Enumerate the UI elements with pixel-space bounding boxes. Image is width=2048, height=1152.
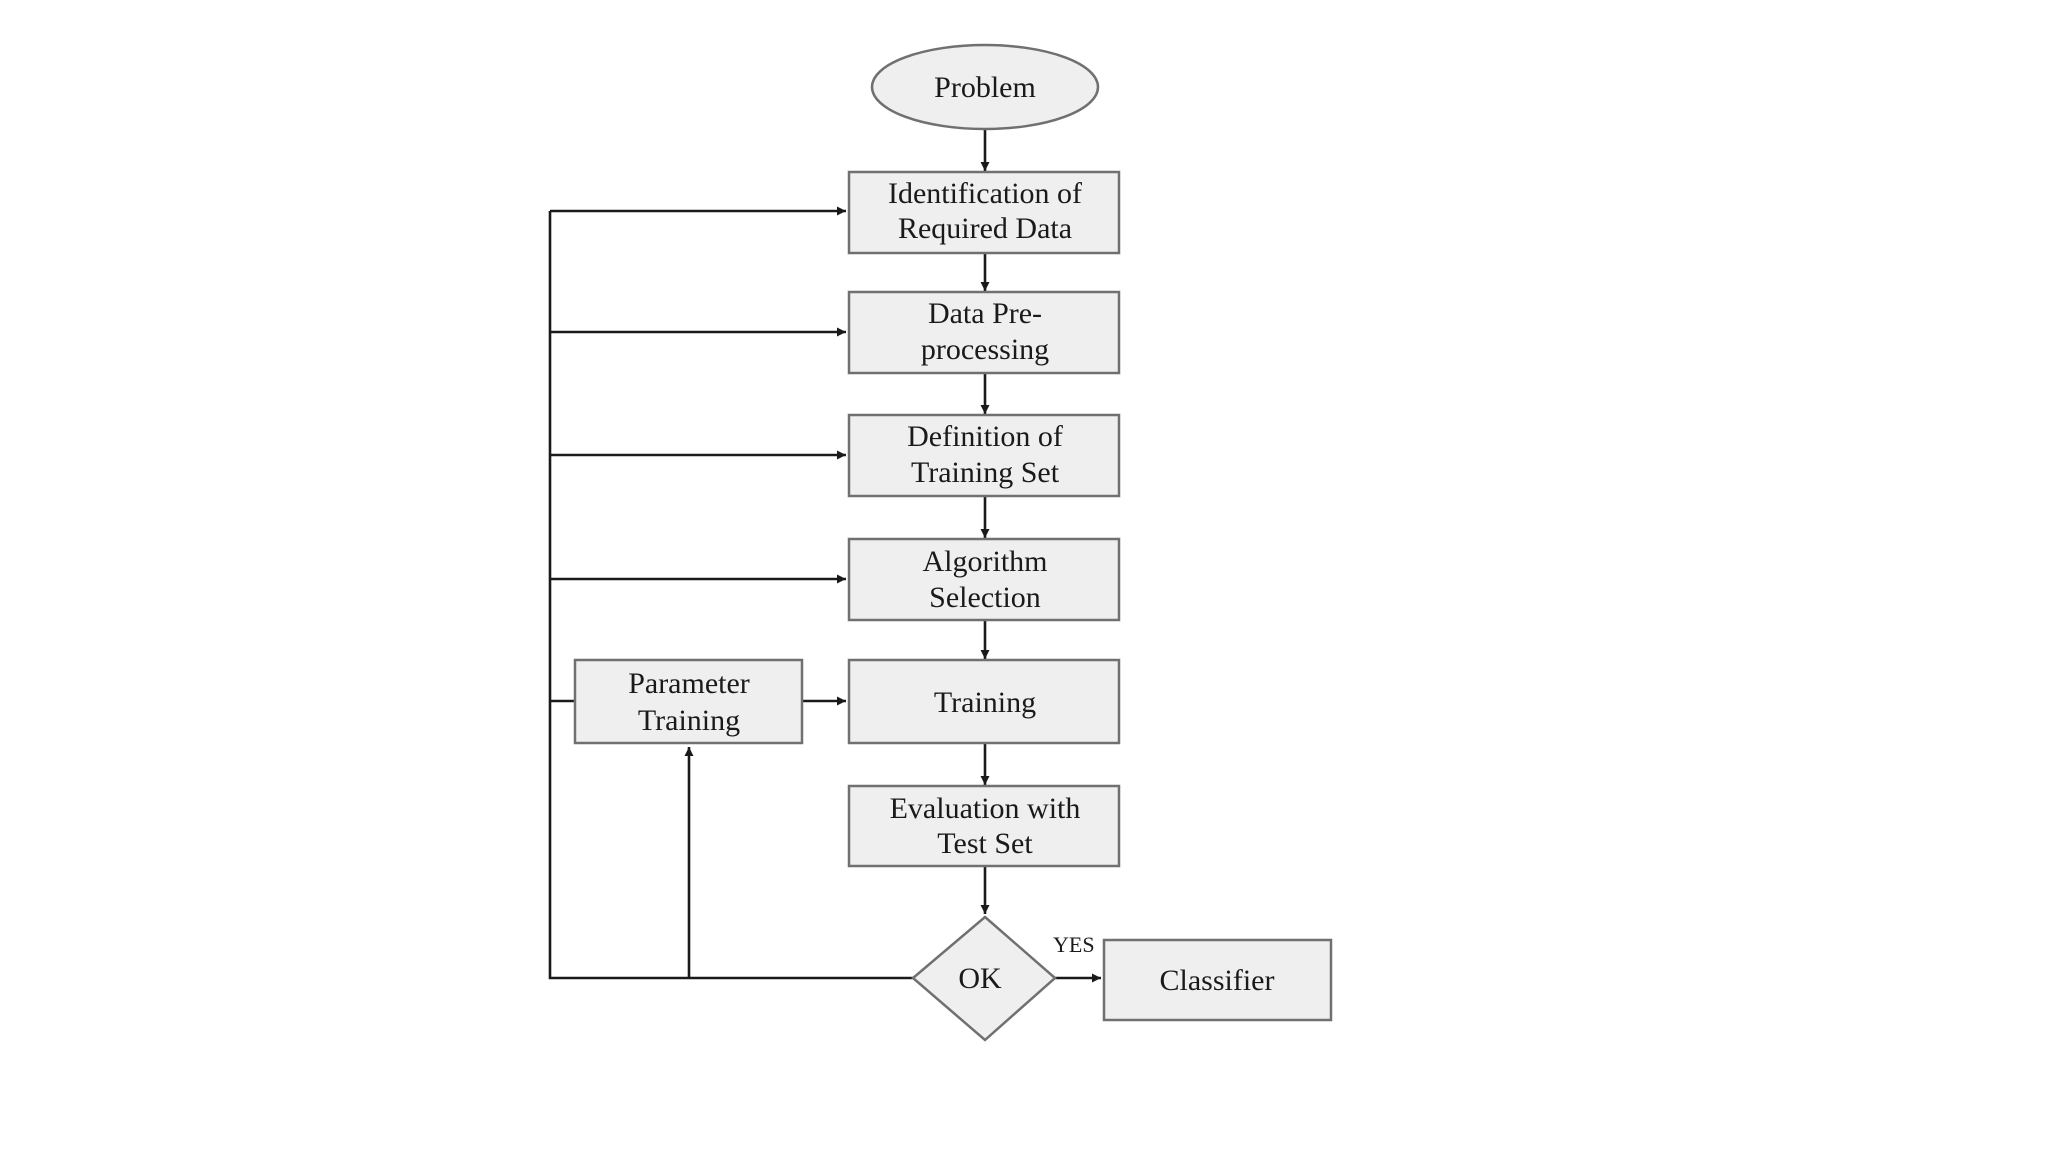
algorithm-node-label-line1: Algorithm (923, 545, 1048, 578)
evaluation-node-label-line2: Test Set (937, 827, 1033, 860)
parameter-training-node-label-line1: Parameter (628, 667, 750, 700)
feedback-loop-main-line (548, 211, 913, 980)
training-set-node-label-line1: Definition of (907, 420, 1063, 453)
preprocessing-node-label-line2: processing (921, 333, 1049, 366)
parameter-training-node: Parameter Training (573, 658, 804, 745)
classifier-node: Classifier (1102, 938, 1333, 1022)
problem-node: Problem (870, 43, 1100, 131)
identification-node-label-line2: Required Data (898, 212, 1072, 245)
algorithm-node-label-line2: Selection (929, 581, 1041, 614)
ok-decision-node-label: OK (958, 962, 1002, 995)
classifier-node-label: Classifier (1160, 964, 1275, 997)
parameter-training-node-label-line2: Training (638, 704, 740, 737)
identification-node-label-line1: Identification of (888, 177, 1082, 210)
ok-decision-node: OK (911, 915, 1057, 1042)
preprocessing-node: Data Pre- processing (847, 290, 1121, 375)
training-node-label: Training (934, 686, 1036, 719)
problem-node-label: Problem (934, 71, 1036, 104)
preprocessing-node-label-line1: Data Pre- (928, 297, 1042, 330)
training-set-node: Definition of Training Set (847, 413, 1121, 498)
evaluation-node-label-line1: Evaluation with (890, 792, 1081, 825)
algorithm-node: Algorithm Selection (847, 537, 1121, 622)
identification-node: Identification of Required Data (847, 170, 1121, 255)
evaluation-node: Evaluation with Test Set (847, 784, 1121, 868)
training-set-node-label-line2: Training Set (911, 456, 1060, 489)
yes-edge-label: YES (1053, 932, 1095, 957)
training-node: Training (847, 658, 1121, 745)
